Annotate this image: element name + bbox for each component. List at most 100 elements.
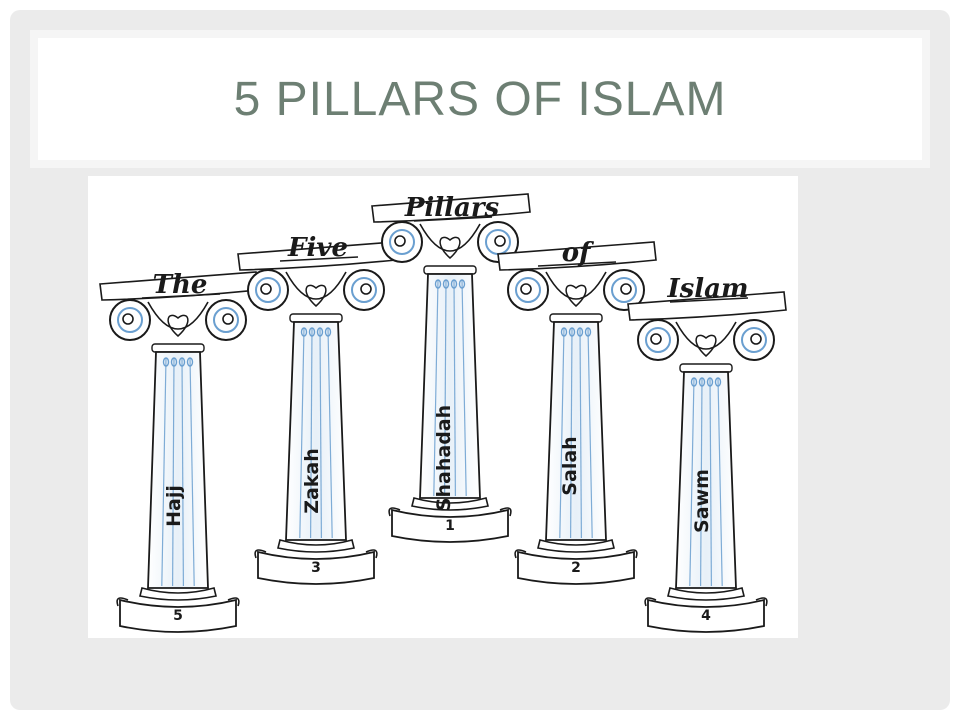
flute-cap	[186, 357, 194, 367]
pillar-torus	[277, 539, 355, 553]
pillar-torus	[139, 587, 217, 601]
pillar-number: 1	[445, 518, 455, 534]
pillar-flute	[327, 327, 333, 539]
pillar-plinth	[119, 598, 237, 633]
plinth-curl	[254, 549, 267, 559]
flute-cap	[308, 327, 316, 337]
pillar-echinus	[419, 223, 481, 252]
flute-cap	[434, 279, 442, 289]
volute-scroll-icon	[477, 221, 519, 263]
plinth-curl	[625, 549, 638, 559]
pillar-echinus	[545, 271, 607, 300]
pillar-necking	[549, 313, 603, 323]
pillar-plinth	[391, 508, 509, 543]
pillar-flute	[461, 279, 467, 497]
volute-eye	[394, 235, 406, 247]
pillar-name: Sawm	[691, 469, 713, 533]
volute-inner-ring	[611, 277, 637, 303]
pillar-flute	[559, 327, 565, 539]
heart-ornament-icon	[167, 314, 189, 337]
pillar-abacus	[497, 241, 657, 271]
pillar-name: Salah	[559, 436, 581, 495]
heading-underline	[279, 256, 359, 262]
pillar-plinth	[647, 598, 765, 633]
flute-cap	[706, 377, 714, 387]
flute-cap	[714, 377, 722, 387]
flute-cap	[690, 377, 698, 387]
pillar-number: 5	[173, 608, 183, 624]
pillar-flute	[717, 377, 723, 587]
heading-underline	[413, 216, 493, 222]
pillar-flute	[172, 357, 175, 587]
pillar-echinus	[285, 271, 347, 300]
pillar-echinus	[147, 301, 209, 330]
pillar-flute	[579, 327, 582, 539]
plinth-curl	[116, 597, 129, 607]
pillar-plinth	[517, 550, 635, 585]
slide-title: 5 Pillars of Islam	[233, 72, 727, 126]
volute-eye	[260, 283, 272, 295]
pillar-name: Shahadah	[433, 405, 455, 511]
volute-inner-ring	[351, 277, 377, 303]
volute-scroll-icon	[507, 269, 549, 311]
flute-cap	[568, 327, 576, 337]
heart-ornament-icon	[305, 284, 327, 307]
flute-cap	[316, 327, 324, 337]
pillar-flute	[709, 377, 713, 587]
flute-cap	[560, 327, 568, 337]
volute-scroll-icon	[733, 319, 775, 361]
volute-scroll-icon	[343, 269, 385, 311]
volute-eye	[620, 283, 632, 295]
pillar-shaft	[545, 321, 607, 541]
pillar-echinus	[675, 321, 737, 350]
flute-cap	[584, 327, 592, 337]
heading-underline	[669, 297, 749, 303]
pillars-drawing: TheHajj5FiveZakah3PillarsShahadah1ofSala…	[99, 193, 787, 633]
pillar-number: 2	[571, 560, 581, 576]
pillar-flute	[699, 377, 703, 587]
volute-eye	[122, 313, 134, 325]
heart-ornament-icon	[439, 236, 461, 259]
pillar-flute	[587, 327, 593, 539]
pillar-flute	[181, 357, 184, 587]
plinth-curl	[499, 507, 512, 517]
pillar-number: 4	[701, 608, 711, 624]
flute-cap	[324, 327, 332, 337]
pillar-flute	[433, 279, 439, 497]
pillar-flute	[310, 327, 313, 539]
flute-cap	[576, 327, 584, 337]
heart-ornament-icon	[565, 284, 587, 307]
pillar-necking	[151, 343, 205, 353]
pillar-torus	[537, 539, 615, 553]
pillar-number: 3	[311, 560, 321, 576]
volute-inner-ring	[389, 229, 415, 255]
volute-scroll-icon	[637, 319, 679, 361]
volute-eye	[494, 235, 506, 247]
volute-eye	[650, 333, 662, 345]
pillar-name: Hajj	[163, 485, 185, 527]
plinth-curl	[227, 597, 240, 607]
pillar-torus	[411, 497, 489, 511]
heading-underline	[537, 261, 617, 267]
flute-cap	[450, 279, 458, 289]
flute-cap	[170, 357, 178, 367]
volute-eye	[520, 283, 532, 295]
plinth-curl	[514, 549, 527, 559]
flute-cap	[442, 279, 450, 289]
pillar-plinth	[257, 550, 375, 585]
pillar-necking	[289, 313, 343, 323]
pillar-flute	[319, 327, 322, 539]
flute-cap	[300, 327, 308, 337]
heading-underline	[141, 293, 221, 299]
volute-inner-ring	[117, 307, 143, 333]
heart-ornament-icon	[695, 334, 717, 357]
pillar-necking	[423, 265, 477, 275]
pillar-flute	[570, 327, 573, 539]
volute-inner-ring	[515, 277, 541, 303]
volute-inner-ring	[645, 327, 671, 353]
pillar-shaft	[147, 351, 209, 589]
